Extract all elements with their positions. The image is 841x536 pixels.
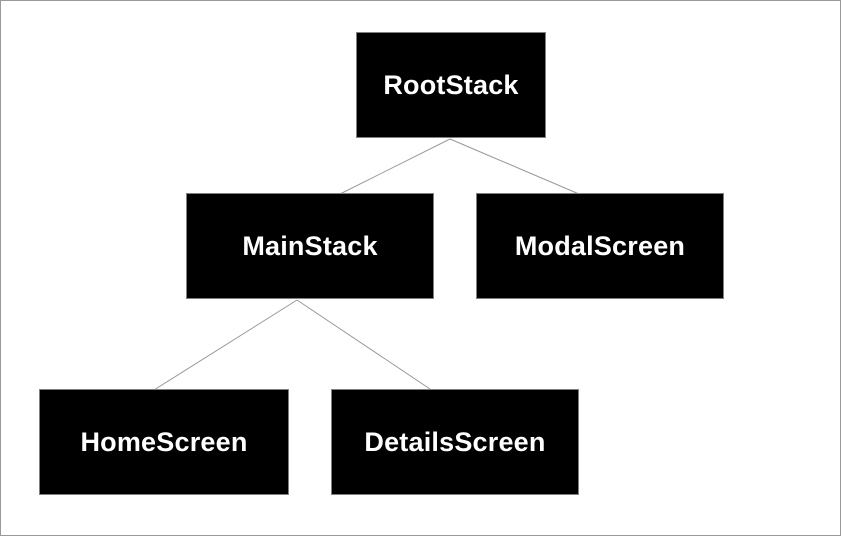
node-mainstack-label: MainStack [242,230,378,261]
node-modalscreen: ModalScreen [476,193,724,299]
edge-mainstack-homescreen [153,299,298,391]
node-homescreen-label: HomeScreen [80,426,248,457]
node-rootstack-label: RootStack [383,69,519,100]
node-modalscreen-label: ModalScreen [514,230,686,261]
edge-rootstack-mainstack [339,138,451,195]
edge-mainstack-detailsscreen [296,299,431,390]
node-detailsscreen-label: DetailsScreen [364,426,546,457]
node-homescreen: HomeScreen [39,389,289,495]
node-rootstack: RootStack [356,32,546,138]
edge-rootstack-modalscreen [449,138,580,195]
node-mainstack: MainStack [186,193,434,299]
node-detailsscreen: DetailsScreen [331,389,579,495]
